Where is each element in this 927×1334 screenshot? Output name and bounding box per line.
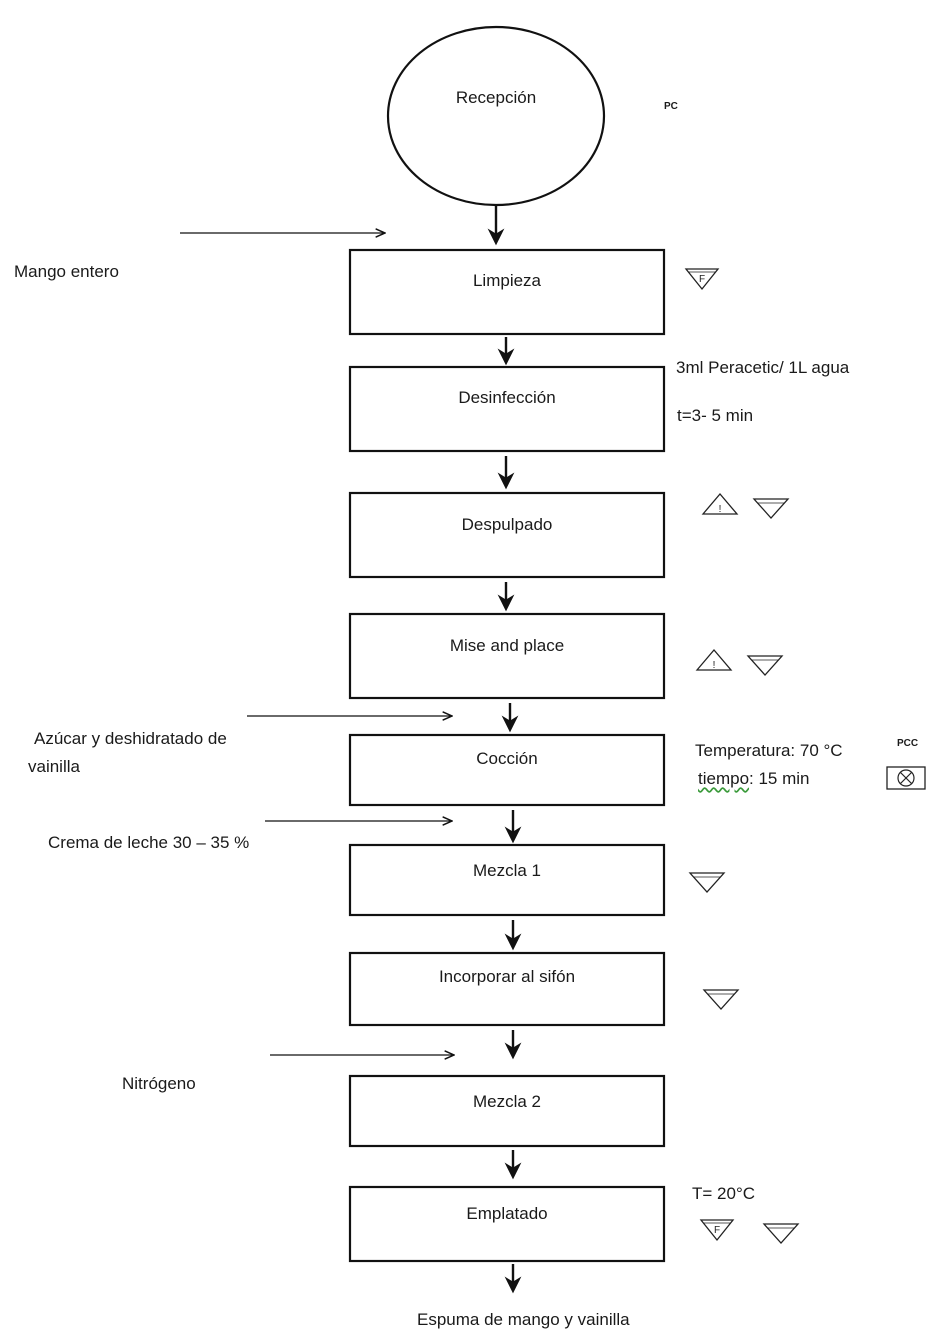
step-label-emplatado: Emplatado bbox=[466, 1204, 548, 1223]
step-label-coccion: Cocción bbox=[476, 749, 538, 768]
input-mango: Mango entero bbox=[14, 262, 119, 281]
input-azucar-line1: Azúcar y deshidratado de bbox=[34, 729, 227, 748]
step-label-mezcla-1: Mezcla 1 bbox=[472, 861, 542, 880]
step-box-incorporar bbox=[348, 951, 666, 1027]
output-label: Espuma de mango y vainilla bbox=[417, 1310, 630, 1329]
start-circle bbox=[386, 25, 606, 207]
critical-control-point-icon bbox=[886, 766, 926, 790]
step-label-mise-and-place: Mise and place bbox=[449, 636, 565, 655]
inverted-triangle-icon bbox=[752, 498, 790, 519]
input-nitrogeno: Nitrógeno bbox=[122, 1074, 196, 1093]
pc-mark: PC bbox=[664, 101, 678, 112]
input-azucar-line2: vainilla bbox=[28, 757, 80, 776]
note-desinfeccion-dose: 3ml Peracetic/ 1L agua bbox=[676, 358, 850, 377]
step-label-limpieza: Limpieza bbox=[472, 271, 542, 290]
inverted-triangle-icon bbox=[762, 1223, 800, 1244]
inverted-triangle-icon bbox=[702, 989, 740, 1010]
start-label: Recepción bbox=[455, 88, 537, 107]
warning-triangle-icon: ! bbox=[695, 648, 733, 671]
triangle-letter-f: F bbox=[714, 1225, 720, 1236]
note-coccion-time-rest: : 15 min bbox=[749, 769, 810, 788]
inverted-triangle-f-icon: F bbox=[699, 1219, 735, 1242]
step-box-mezcla-1 bbox=[348, 843, 666, 917]
step-label-mezcla-2: Mezcla 2 bbox=[472, 1092, 542, 1111]
step-box-mise-and-place bbox=[348, 612, 666, 700]
triangle-letter-f: F bbox=[699, 274, 705, 285]
warning-mark: ! bbox=[713, 660, 716, 671]
inverted-triangle-icon bbox=[746, 655, 784, 676]
note-emplatado-temp: T= 20°C bbox=[692, 1184, 756, 1203]
warning-mark: ! bbox=[719, 504, 722, 515]
note-coccion-time-word: tiempo bbox=[698, 769, 750, 788]
step-label-desinfeccion: Desinfección bbox=[458, 388, 556, 407]
note-coccion-time: tiempo: 15 min bbox=[698, 768, 810, 791]
flow-arrows bbox=[487, 205, 522, 1294]
step-box-mezcla-2 bbox=[348, 1074, 666, 1148]
warning-triangle-icon: ! bbox=[701, 492, 739, 515]
step-label-incorporar: Incorporar al sifón bbox=[438, 967, 576, 986]
step-label-despulpado: Despulpado bbox=[461, 515, 553, 534]
step-box-emplatado bbox=[348, 1185, 666, 1263]
note-desinfeccion-time: t=3- 5 min bbox=[677, 406, 754, 425]
inverted-triangle-f-icon: F bbox=[684, 268, 720, 291]
pcc-mark: PCC bbox=[897, 738, 919, 749]
input-crema: Crema de leche 30 – 35 % bbox=[48, 833, 250, 852]
note-coccion-temp: Temperatura: 70 °C bbox=[695, 741, 843, 760]
inverted-triangle-icon bbox=[688, 872, 726, 893]
step-box-coccion bbox=[348, 733, 666, 807]
step-box-limpieza bbox=[348, 248, 666, 336]
step-box-despulpado bbox=[348, 491, 666, 579]
input-arrows bbox=[180, 233, 454, 1055]
step-box-desinfeccion bbox=[348, 365, 666, 453]
